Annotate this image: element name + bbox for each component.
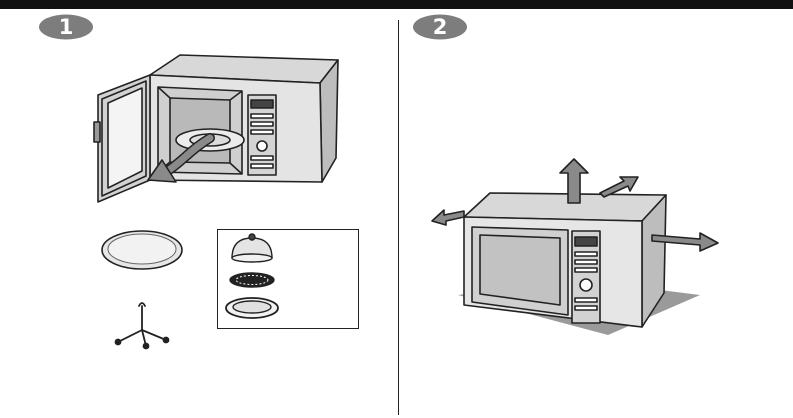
top-rule — [0, 0, 793, 9]
glass-turntable-image — [100, 228, 184, 272]
step-badge-1: 1 — [38, 14, 94, 40]
step-badge-2: 2 — [412, 14, 468, 40]
step-number: 1 — [38, 14, 94, 40]
open-microwave-illustration — [70, 50, 350, 210]
crisp-accessories-image — [222, 232, 282, 327]
roller-support-image — [112, 300, 172, 350]
step-number: 2 — [412, 14, 468, 40]
column-divider — [398, 20, 399, 415]
microwave-clearance-illustration — [430, 155, 730, 345]
